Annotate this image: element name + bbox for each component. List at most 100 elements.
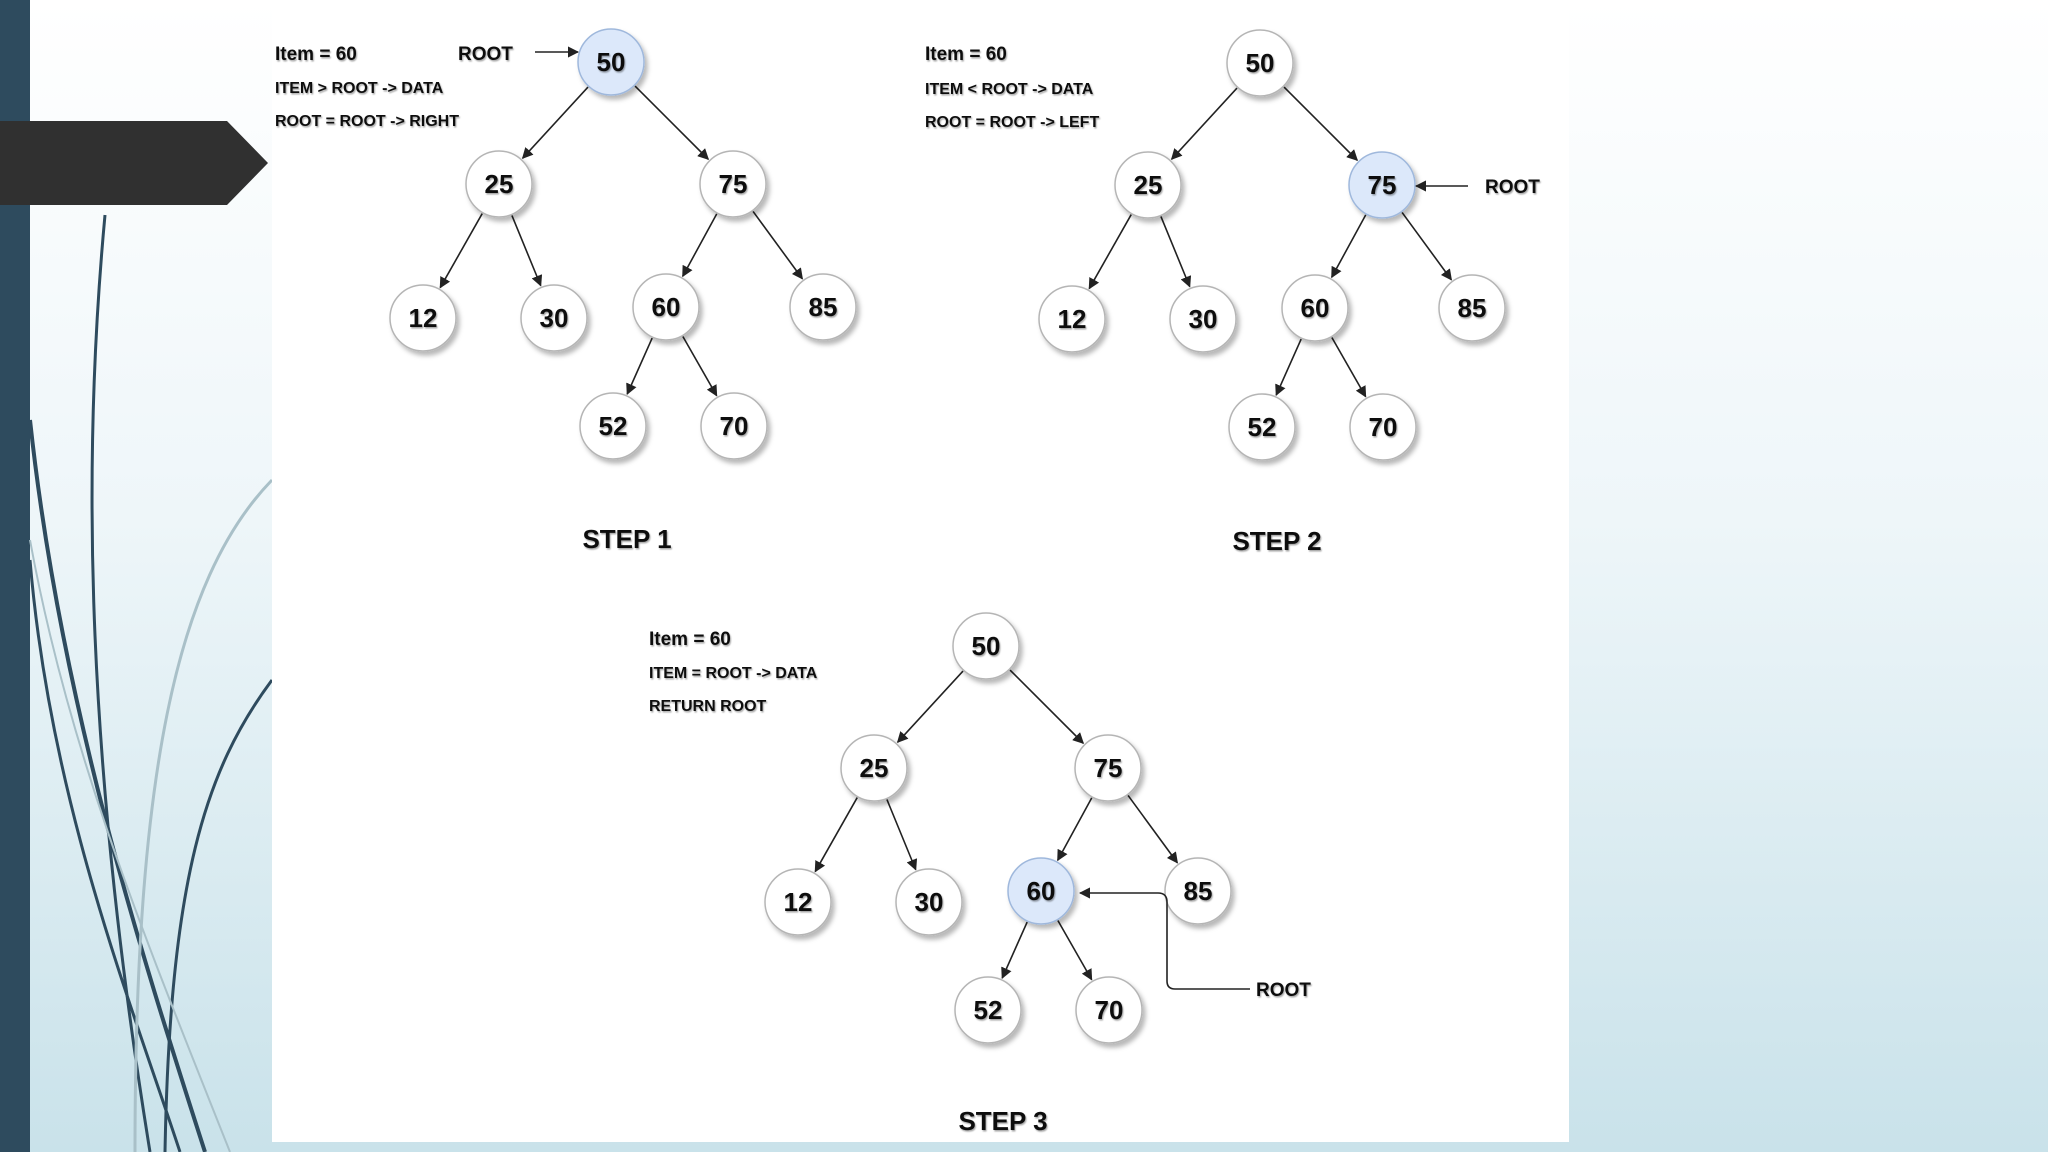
step-label: STEP 1	[582, 524, 671, 554]
node-value: 25	[485, 169, 514, 199]
tree-edge	[1088, 214, 1132, 290]
tree-node-52: 52	[579, 392, 647, 460]
tree-node-12: 12	[764, 868, 832, 936]
node-circle	[389, 284, 457, 352]
tree-edge	[682, 336, 718, 397]
tree-edge	[1331, 337, 1367, 398]
node-value: 70	[1095, 995, 1124, 1025]
tree-edge	[1001, 921, 1028, 980]
tree-node-50: 50	[577, 28, 645, 96]
step-note: ITEM = ROOT -> DATA	[649, 665, 818, 682]
tree-edge	[634, 85, 710, 161]
node-value: 30	[540, 303, 569, 333]
node-circle	[789, 273, 857, 341]
node-value: 12	[784, 887, 813, 917]
tree-edge	[1401, 211, 1452, 281]
step-note: RETURN ROOT	[649, 698, 767, 715]
tree-node-30: 30	[1169, 285, 1237, 353]
node-circle	[1075, 976, 1143, 1044]
node-circle	[579, 392, 647, 460]
tree-edge	[1057, 920, 1093, 981]
node-value: 52	[599, 411, 628, 441]
node-value: 50	[1246, 48, 1275, 78]
step-note: Item = 60	[649, 629, 731, 650]
node-circle	[764, 868, 832, 936]
tree-edge	[521, 86, 589, 160]
tree-node-70: 70	[1075, 976, 1143, 1044]
tree-edge	[439, 213, 483, 289]
tree-edge	[1170, 87, 1238, 161]
node-value: 60	[652, 292, 681, 322]
step-label: STEP 2	[1232, 526, 1321, 556]
node-value: 60	[1027, 876, 1056, 906]
node-value: 70	[720, 411, 749, 441]
node-circle	[520, 284, 588, 352]
tree-node-85: 85	[789, 273, 857, 341]
step-2-group: 50 25 75 12 30 60 85 52 70 Item = 60 ITEM < ROOT -…	[925, 29, 1540, 556]
node-value: 85	[1184, 876, 1213, 906]
node-circle	[1349, 393, 1417, 461]
tree-node-75: 75	[1074, 734, 1142, 802]
node-circle	[1281, 274, 1349, 342]
tree-edge	[1127, 794, 1178, 864]
step-note: ITEM > ROOT -> DATA	[275, 80, 444, 97]
node-value: 75	[1094, 753, 1123, 783]
node-circle	[1169, 285, 1237, 353]
node-circle	[1164, 857, 1232, 925]
node-value: 75	[1368, 170, 1397, 200]
tree-edge	[511, 215, 543, 287]
root-pointer-label: ROOT	[458, 44, 513, 65]
tree-edge	[1057, 797, 1093, 862]
tree-edge	[752, 210, 803, 280]
tree-node-60: 60	[1281, 274, 1349, 342]
tree-node-75: 75	[1348, 151, 1416, 219]
node-circle	[465, 150, 533, 218]
node-value: 25	[1134, 170, 1163, 200]
tree-edge	[896, 670, 964, 744]
node-value: 12	[409, 303, 438, 333]
tree-edge	[1283, 86, 1359, 162]
node-circle	[1228, 393, 1296, 461]
node-circle	[1074, 734, 1142, 802]
node-value: 12	[1058, 304, 1087, 334]
node-value: 85	[809, 292, 838, 322]
step-note: ROOT = ROOT -> RIGHT	[275, 113, 459, 130]
node-circle	[699, 150, 767, 218]
tree-edge	[682, 213, 718, 278]
decorative-curves	[28, 214, 272, 1152]
step-note: ITEM < ROOT -> DATA	[925, 81, 1094, 98]
tree-node-50: 50	[952, 612, 1020, 680]
node-circle	[700, 392, 768, 460]
root-pointer-label: ROOT	[1485, 177, 1540, 198]
tree-edge	[1009, 669, 1085, 745]
node-value: 70	[1369, 412, 1398, 442]
node-circle	[1438, 274, 1506, 342]
node-circle	[952, 612, 1020, 680]
tree-edge	[886, 799, 918, 871]
current-node-circle	[1007, 857, 1075, 925]
node-value: 50	[597, 47, 626, 77]
node-value: 30	[915, 887, 944, 917]
node-circle	[895, 868, 963, 936]
tree-edge	[1160, 216, 1192, 288]
step-note: ROOT = ROOT -> LEFT	[925, 114, 1099, 131]
node-circle	[1038, 285, 1106, 353]
node-value: 85	[1458, 293, 1487, 323]
node-value: 75	[719, 169, 748, 199]
node-value: 25	[860, 753, 889, 783]
tree-node-30: 30	[895, 868, 963, 936]
tree-node-70: 70	[700, 392, 768, 460]
node-value: 60	[1301, 293, 1330, 323]
tree-node-12: 12	[1038, 285, 1106, 353]
current-node-circle	[577, 28, 645, 96]
tree-node-30: 30	[520, 284, 588, 352]
tree-node-25: 25	[840, 734, 908, 802]
step-note: Item = 60	[925, 44, 1007, 65]
step-note: Item = 60	[275, 44, 357, 65]
node-value: 52	[1248, 412, 1277, 442]
tree-edge	[626, 337, 653, 396]
tree-node-85: 85	[1164, 857, 1232, 925]
node-value: 50	[972, 631, 1001, 661]
